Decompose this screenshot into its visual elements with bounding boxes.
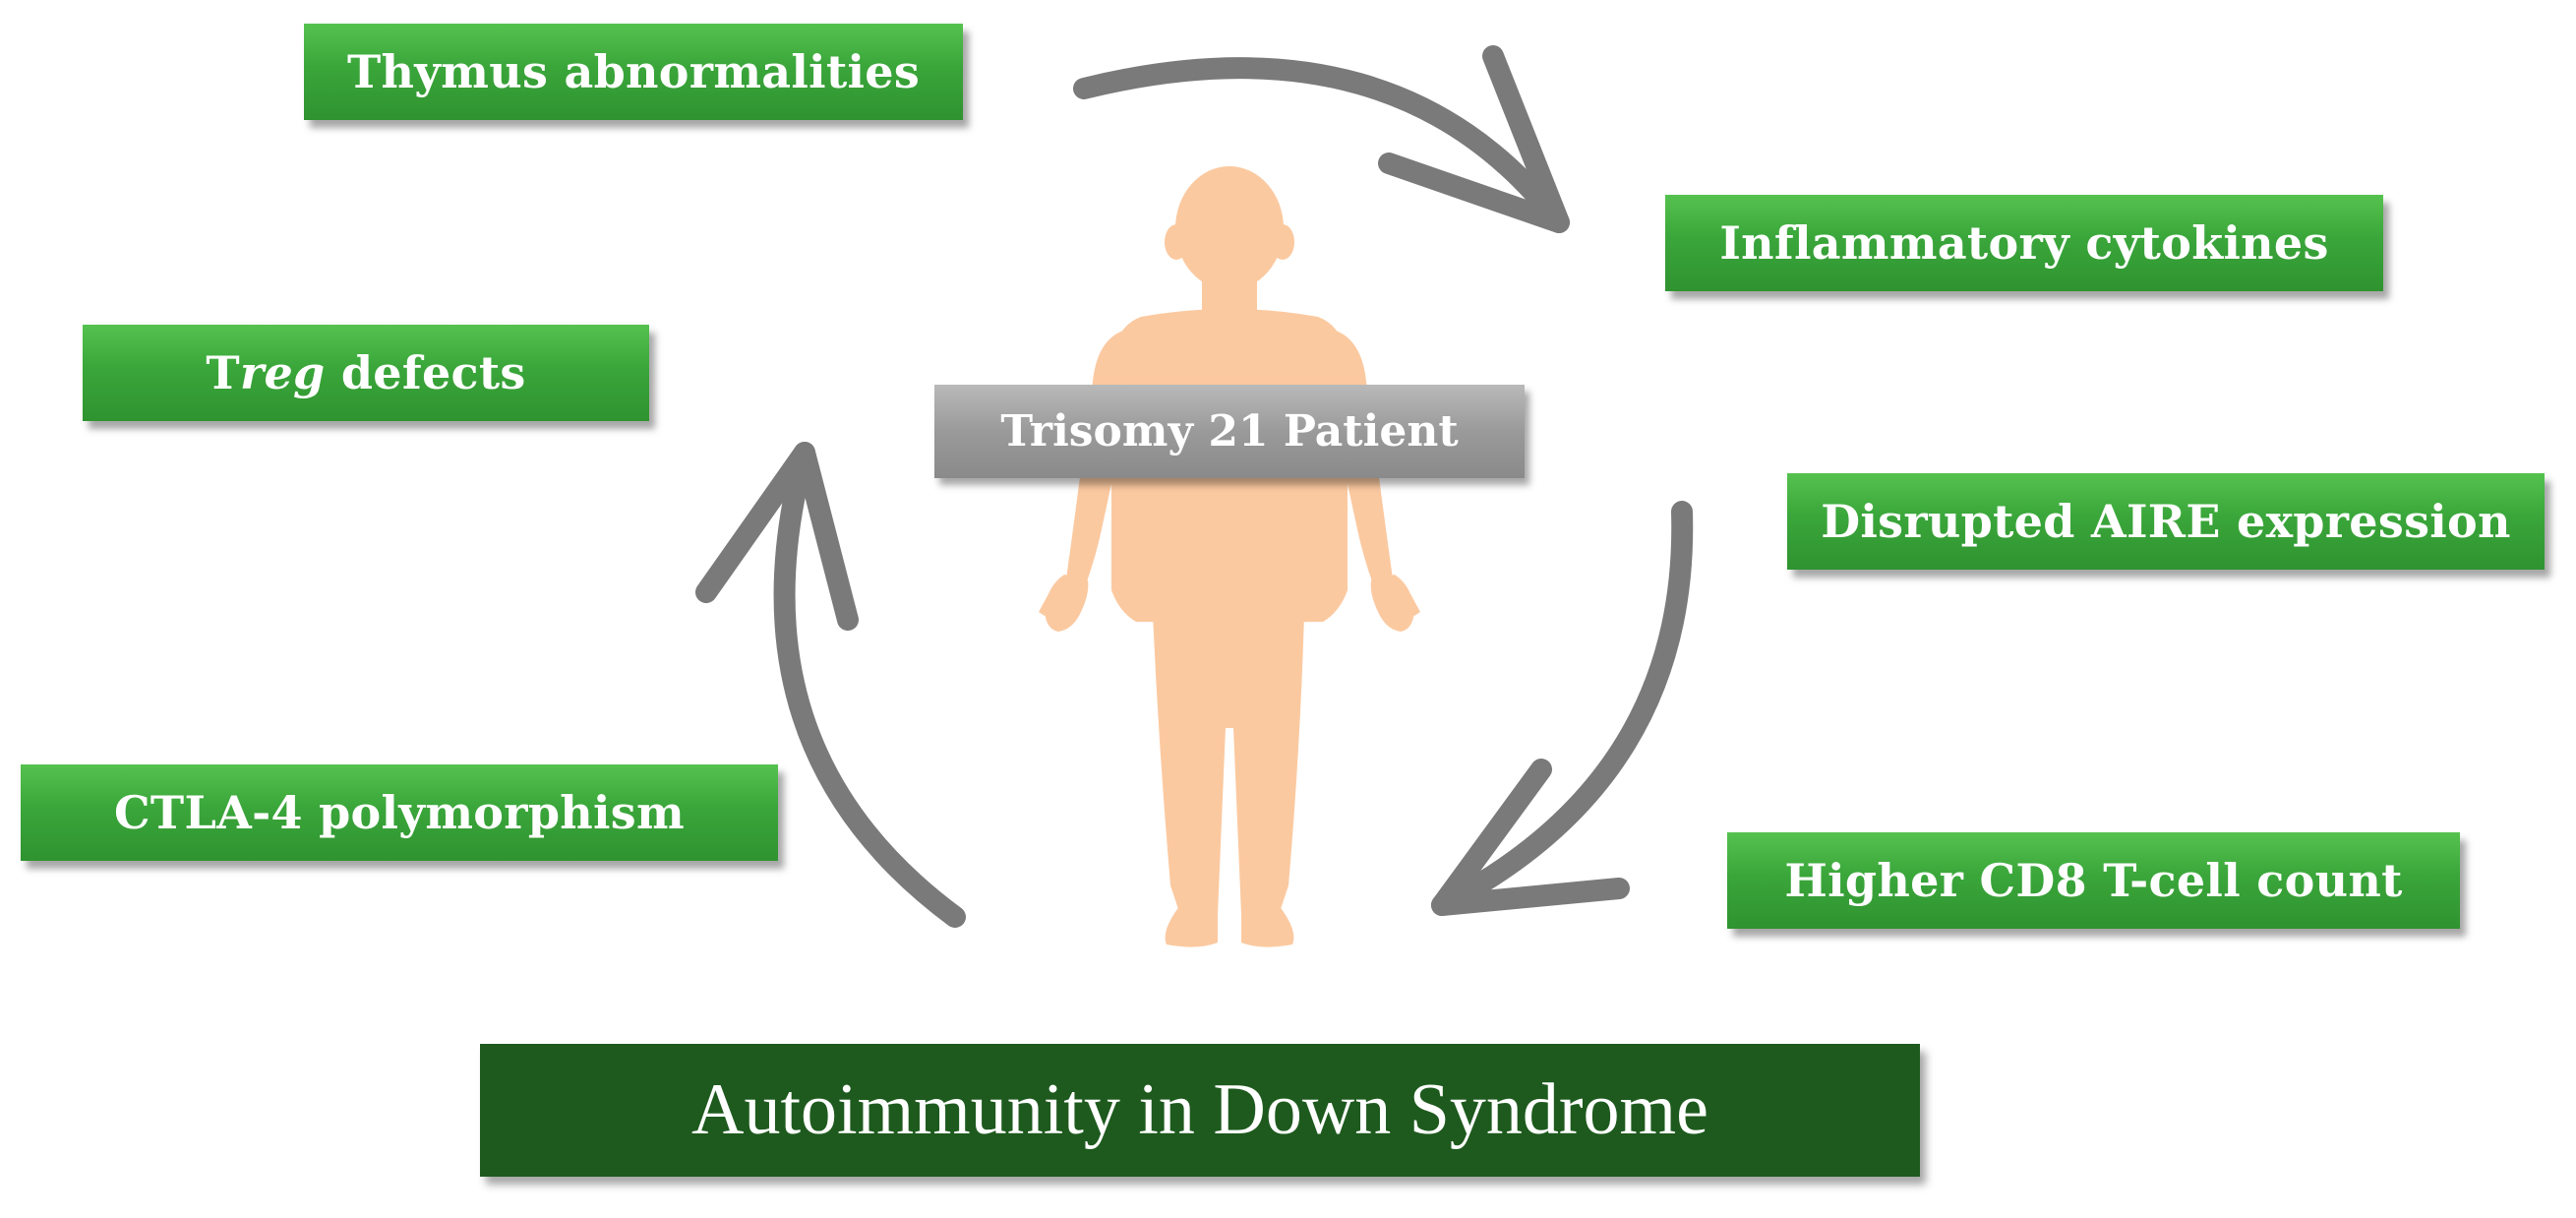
factor-disrupted-aire: Disrupted AIRE expression (1787, 473, 2545, 570)
factor-thymus-abnormalities: Thymus abnormalities (304, 24, 963, 120)
factor-higher-cd8: Higher CD8 T-cell count (1727, 832, 2460, 929)
factor-treg-prefix: T (206, 346, 240, 399)
title-banner: Autoimmunity in Down Syndrome (480, 1044, 1920, 1177)
factor-ctla4-polymorphism: CTLA-4 polymorphism (21, 764, 778, 861)
factor-inflammatory-label: Inflammatory cytokines (1719, 216, 2329, 270)
patient-label: Trisomy 21 Patient (934, 385, 1525, 478)
human-figure (1039, 166, 1420, 947)
factor-inflammatory-cytokines: Inflammatory cytokines (1665, 195, 2383, 291)
arrow-left (773, 442, 966, 928)
arrowhead-top (1378, 45, 1570, 233)
factor-aire-label: Disrupted AIRE expression (1821, 495, 2511, 548)
arrow-top (1073, 57, 1570, 233)
factor-treg-italic: reg (239, 346, 326, 399)
arrowhead-right (1431, 759, 1630, 916)
factor-thymus-label: Thymus abnormalities (346, 45, 921, 98)
arrowhead-left (695, 442, 859, 631)
arrow-right (1431, 501, 1694, 916)
patient-label-text: Trisomy 21 Patient (1000, 406, 1459, 457)
cycle-arrows (695, 45, 1694, 928)
title-text: Autoimmunity in Down Syndrome (691, 1069, 1708, 1150)
factor-treg-suffix: defects (325, 346, 526, 399)
factor-ctla-label: CTLA-4 polymorphism (114, 786, 685, 839)
factor-cd8-label: Higher CD8 T-cell count (1784, 854, 2403, 907)
